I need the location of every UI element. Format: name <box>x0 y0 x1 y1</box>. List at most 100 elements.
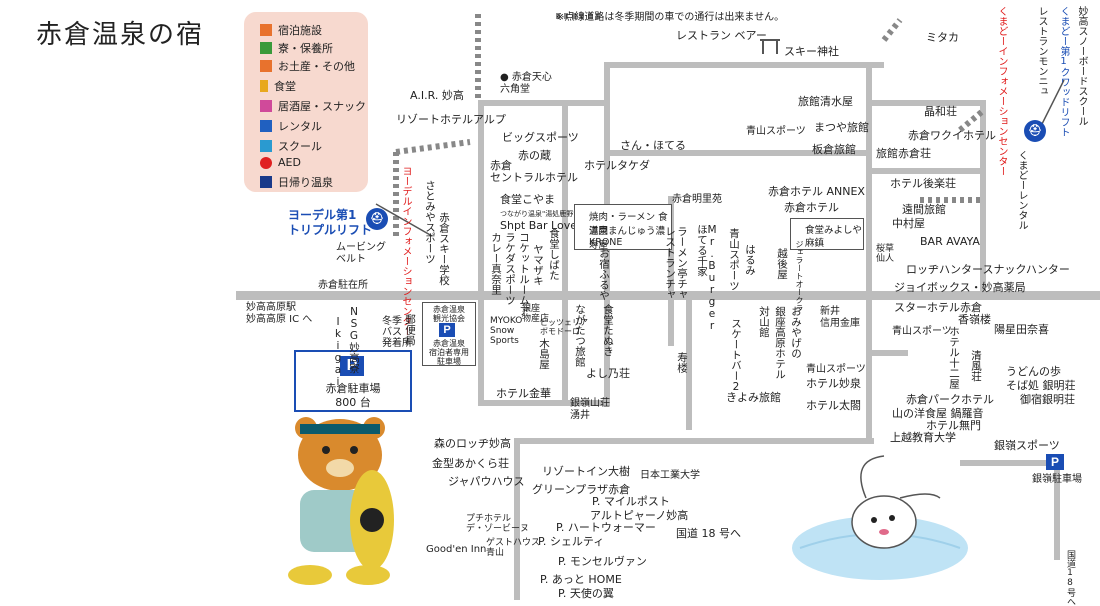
v-label-aoyama: 青山スポーツ <box>728 228 740 291</box>
v-label-senke: ほてる千家 <box>696 224 708 277</box>
place-kiyokaze: 清風荘 <box>970 350 982 382</box>
v-label-harumi: はるみ <box>744 244 756 276</box>
yodel-lift-label[interactable]: ヨーデル第1 トリプルリフト <box>288 208 373 237</box>
place-pizza: ピッツェリア ボモドーロ <box>540 318 588 336</box>
place-joetsu-univ: 上越教育大学 <box>890 431 956 444</box>
route18-direction: 国道 18 号へ <box>676 527 741 540</box>
kumadoh-info-center[interactable]: くまどーインフォメーションセンター <box>996 6 1007 176</box>
bear-mascot <box>288 417 394 585</box>
place-morino-lodge: 森のロッヂ妙高 <box>434 437 511 450</box>
place-ginrei-sports: 銀嶺スポーツ <box>994 439 1060 452</box>
v-label-gelato: ジェラートオークラ <box>795 240 804 312</box>
legend-restaurant: 食堂 <box>260 78 296 94</box>
road-h5 <box>866 168 986 174</box>
place-ryokan-akakura: 旅館赤倉荘 <box>876 147 931 160</box>
parking-main-label: 赤倉駐車場 <box>325 382 381 395</box>
place-shinei: 新井 信用金庫 <box>820 306 860 329</box>
place-guest-house: ゲストハウス 青山 <box>486 538 541 558</box>
v-label-echigoya: 越後屋 <box>776 248 788 280</box>
place-akakura-tenshin: ● 赤倉天心 六角堂 <box>500 72 552 95</box>
restaurant-monnie: レストランモンニュ <box>1036 6 1047 96</box>
place-p-mailbox: P. マイルポスト <box>592 495 670 508</box>
v-label-raketa: ラケダスポーツ <box>504 232 516 306</box>
place-soba: そば処 銀明荘 <box>1006 379 1076 392</box>
place-aoyama-sports-2: 青山スポーツ <box>892 326 952 337</box>
v-label-furuya: お宿ふるや <box>598 248 610 301</box>
road-h6 <box>866 100 986 106</box>
lift-line-yodel <box>375 203 433 237</box>
guests-parking[interactable]: 赤倉温泉 観光協会 P 赤倉温泉 宿泊者専用 駐車場 <box>422 302 476 366</box>
place-puchi-hotel: プチホテル デ・ゾービーヌ <box>466 514 530 534</box>
place-skate-bar: スケートバー2 <box>730 318 742 393</box>
place-joy-box: ジョイボックス・妙高薬局 <box>894 281 1026 294</box>
torii-icon <box>760 39 780 54</box>
ski-school-icon <box>260 140 272 152</box>
v-label-ramen-cha: ラーメン亭チャ <box>676 226 688 300</box>
place-bigs-sports: ビッグスポーツ <box>502 131 579 144</box>
legend-souvenir: お土産・その他 <box>260 58 355 74</box>
place-resort-alp: リゾートホテルアルプ <box>396 113 506 126</box>
road-h2 <box>478 100 608 106</box>
road-v5 <box>866 62 872 442</box>
place-nakamura: 中村屋 <box>892 217 925 230</box>
myoko-snow-school: 妙高スノーボードスクール <box>1076 6 1087 126</box>
road-h4 <box>478 400 610 406</box>
place-hotel-mumon: ホテル無門 <box>926 419 981 432</box>
route18-right: 国道18号へ <box>1065 550 1075 606</box>
place-winter-bus: 冬季 バス 発着所 <box>382 316 412 349</box>
legend-bar: 居酒屋・スナック <box>260 98 366 114</box>
akakura-police-box: 赤倉駐在所 <box>318 280 368 291</box>
place-air-myoko: A.I.R. 妙高 <box>410 89 464 102</box>
place-star-hotel: スターホテル赤倉 <box>894 301 982 314</box>
v-label-ski-school: 赤倉スキー学校 <box>438 212 450 286</box>
place-tsunagari: つながり温泉"湯処鹿野" <box>500 210 577 218</box>
place-kotobuki: 寿楼 <box>676 352 688 373</box>
moving-belt-label: ムービングベルト <box>336 242 386 265</box>
place-alto-piano: アルトピャーノ妙高 <box>590 509 689 522</box>
place-hotel-taiko: ホテル太閤 <box>806 399 861 412</box>
v-label-ikigai: Ikigai <box>332 316 344 388</box>
parking-capacity: 800 台 <box>335 396 371 409</box>
place-itakura: 板倉旅館 <box>812 143 856 156</box>
v-label-coquette: コケットルームア <box>518 232 530 316</box>
place-hotel-takeda: ホテルタケダ <box>584 159 650 172</box>
place-p-shelty: P. シェルティ <box>538 535 605 548</box>
place-yamanoyo: 山の洋食屋 鍋羅音 <box>892 407 984 420</box>
place-ginza-bussankan: 銀座 物産店 <box>522 304 550 324</box>
place-shpt-bar: Shpt Bar Love <box>500 219 577 232</box>
place-ginmeiso: 御宿銀明荘 <box>1020 393 1075 406</box>
place-hotel-annex: 赤倉ホテル ANNEX <box>768 185 865 198</box>
place-bar-avaya: BAR AVAYA <box>920 235 980 248</box>
kumadoh-rental: くまどーレンタル <box>1016 150 1027 230</box>
map-title: 赤倉温泉の宿 <box>36 20 205 50</box>
place-ginrei-yamaso: 銀嶺山荘 湧井 <box>570 398 610 421</box>
kumadoh-lift[interactable]: くまどー第1クワッドリフト <box>1058 6 1069 137</box>
ginrei-parking[interactable]: 銀嶺駐車場 <box>1032 474 1082 485</box>
v-label-satomiya: さとみやスポーツ <box>424 180 436 264</box>
restaurant-icon <box>260 80 268 92</box>
place-myoko-snow-sports: MYOKO Snow Sports <box>490 316 523 346</box>
road-v6 <box>980 100 986 300</box>
yodel-info-center[interactable]: ヨーデルインフォメーションセンター <box>400 166 411 336</box>
place-hakuba: 木島屋 <box>538 338 550 370</box>
winter-road-note: ※点線道路は冬季期間の車での通行は出来ません。 <box>556 12 785 23</box>
souvenir-icon <box>260 60 272 72</box>
place-aoyama-sports: 青山スポーツ <box>746 126 806 137</box>
place-p-tenshi: P. 天使の翼 <box>558 587 614 600</box>
v-label-shibata: 食堂しばた <box>548 228 560 281</box>
v-label-yamazaki: ヤマザキ <box>532 244 544 286</box>
road-v4 <box>668 196 674 346</box>
road-v8 <box>686 296 692 430</box>
road-diag1 <box>866 62 872 102</box>
place-hotel-korakuso: ホテル後楽荘 <box>890 177 956 190</box>
place-yonnaso: 陽星田奈喜 <box>994 323 1049 336</box>
legend-aed: AED <box>260 156 301 169</box>
v-label-omiyage: おみやげの <box>790 306 802 359</box>
rental-icon <box>260 120 272 132</box>
ginrei-parking-icon: P <box>1046 454 1064 470</box>
akakura-parking[interactable]: P 赤倉駐車場 800 台 <box>294 350 412 412</box>
road-h8 <box>514 438 520 600</box>
place-central-hotel: 赤倉 セントラルホテル <box>490 159 578 184</box>
aed-icon <box>260 156 272 169</box>
